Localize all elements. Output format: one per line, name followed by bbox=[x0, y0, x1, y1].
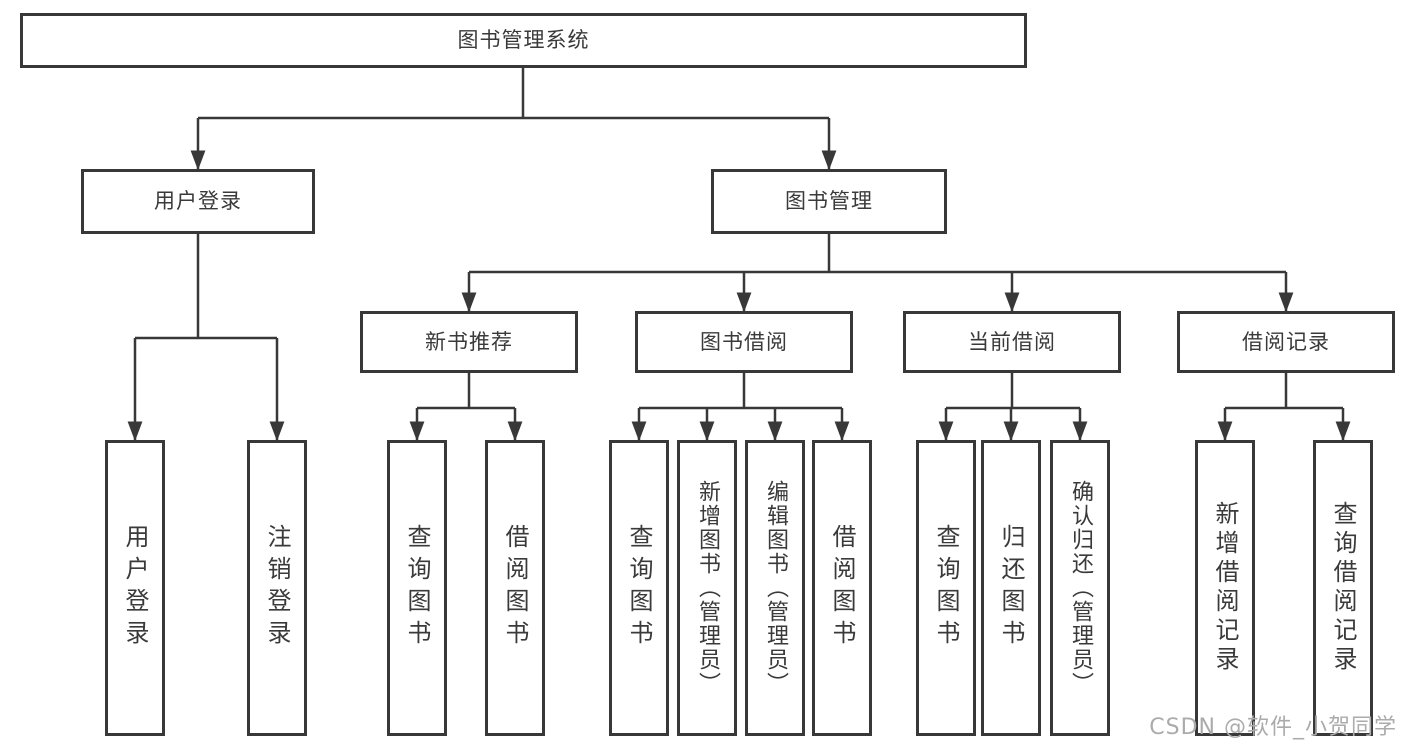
connector-book-management-to-level3 bbox=[469, 234, 1286, 274]
node-leaf-user-login: 用户登录 bbox=[105, 440, 165, 736]
node-current-borrow: 当前借阅 bbox=[903, 311, 1121, 373]
node-leaf-query-books-2-label: 查询图书 bbox=[625, 524, 653, 652]
node-book-borrow: 图书借阅 bbox=[635, 311, 853, 373]
node-borrow-records: 借阅记录 bbox=[1177, 311, 1395, 373]
node-leaf-logout-label: 注销登录 bbox=[263, 524, 291, 652]
node-leaf-borrow-books-2-label: 借阅图书 bbox=[828, 524, 856, 652]
node-leaf-query-books-2: 查询图书 bbox=[609, 440, 669, 736]
connector-current-borrow-group bbox=[946, 373, 1080, 410]
node-leaf-add-books-label: 新增图书（管理员） bbox=[695, 480, 720, 696]
node-book-management: 图书管理 bbox=[711, 169, 947, 234]
connector-new-book-recommend-group bbox=[417, 373, 515, 410]
node-leaf-borrow-books-1-label: 借阅图书 bbox=[501, 524, 529, 652]
node-leaf-return-books: 归还图书 bbox=[981, 440, 1041, 736]
node-leaf-query-borrow-record: 查询借阅记录 bbox=[1313, 440, 1373, 736]
node-leaf-confirm-return-label: 确认归还（管理员） bbox=[1068, 480, 1093, 696]
node-leaf-edit-books: 编辑图书（管理员） bbox=[745, 440, 805, 736]
node-leaf-borrow-books-2: 借阅图书 bbox=[812, 440, 872, 736]
node-leaf-query-books-1: 查询图书 bbox=[387, 440, 447, 736]
node-root: 图书管理系统 bbox=[20, 13, 1027, 68]
node-leaf-query-borrow-record-label: 查询借阅记录 bbox=[1329, 501, 1357, 675]
node-leaf-edit-books-label: 编辑图书（管理员） bbox=[763, 480, 788, 696]
node-leaf-add-borrow-record-label: 新增借阅记录 bbox=[1211, 501, 1239, 675]
connector-book-borrow-group bbox=[639, 373, 842, 410]
node-leaf-return-books-label: 归还图书 bbox=[997, 524, 1025, 652]
node-leaf-logout: 注销登录 bbox=[247, 440, 307, 736]
node-leaf-query-books-3: 查询图书 bbox=[916, 440, 976, 736]
node-book-management-label: 图书管理 bbox=[785, 189, 873, 213]
node-current-borrow-label: 当前借阅 bbox=[968, 329, 1056, 354]
node-root-label: 图书管理系统 bbox=[457, 28, 590, 52]
node-borrow-records-label: 借阅记录 bbox=[1242, 329, 1330, 354]
node-leaf-confirm-return: 确认归还（管理员） bbox=[1050, 440, 1110, 736]
node-leaf-query-books-3-label: 查询图书 bbox=[932, 524, 960, 652]
node-new-book-recommend-label: 新书推荐 bbox=[425, 329, 513, 354]
node-new-book-recommend: 新书推荐 bbox=[360, 311, 578, 373]
node-user-login-label: 用户登录 bbox=[154, 189, 242, 213]
node-user-login: 用户登录 bbox=[81, 169, 315, 234]
node-leaf-user-login-label: 用户登录 bbox=[121, 524, 149, 652]
node-leaf-query-books-1-label: 查询图书 bbox=[403, 524, 431, 652]
connector-user-login-branch bbox=[135, 234, 277, 340]
watermark: CSDN @软件_小贺同学 bbox=[1149, 715, 1397, 740]
node-book-borrow-label: 图书借阅 bbox=[700, 329, 788, 354]
node-leaf-borrow-books-1: 借阅图书 bbox=[485, 440, 545, 736]
connector-borrow-records-group bbox=[1225, 373, 1343, 410]
node-leaf-add-borrow-record: 新增借阅记录 bbox=[1195, 440, 1255, 736]
connector-root-to-level2 bbox=[198, 68, 829, 120]
node-leaf-add-books: 新增图书（管理员） bbox=[677, 440, 737, 736]
